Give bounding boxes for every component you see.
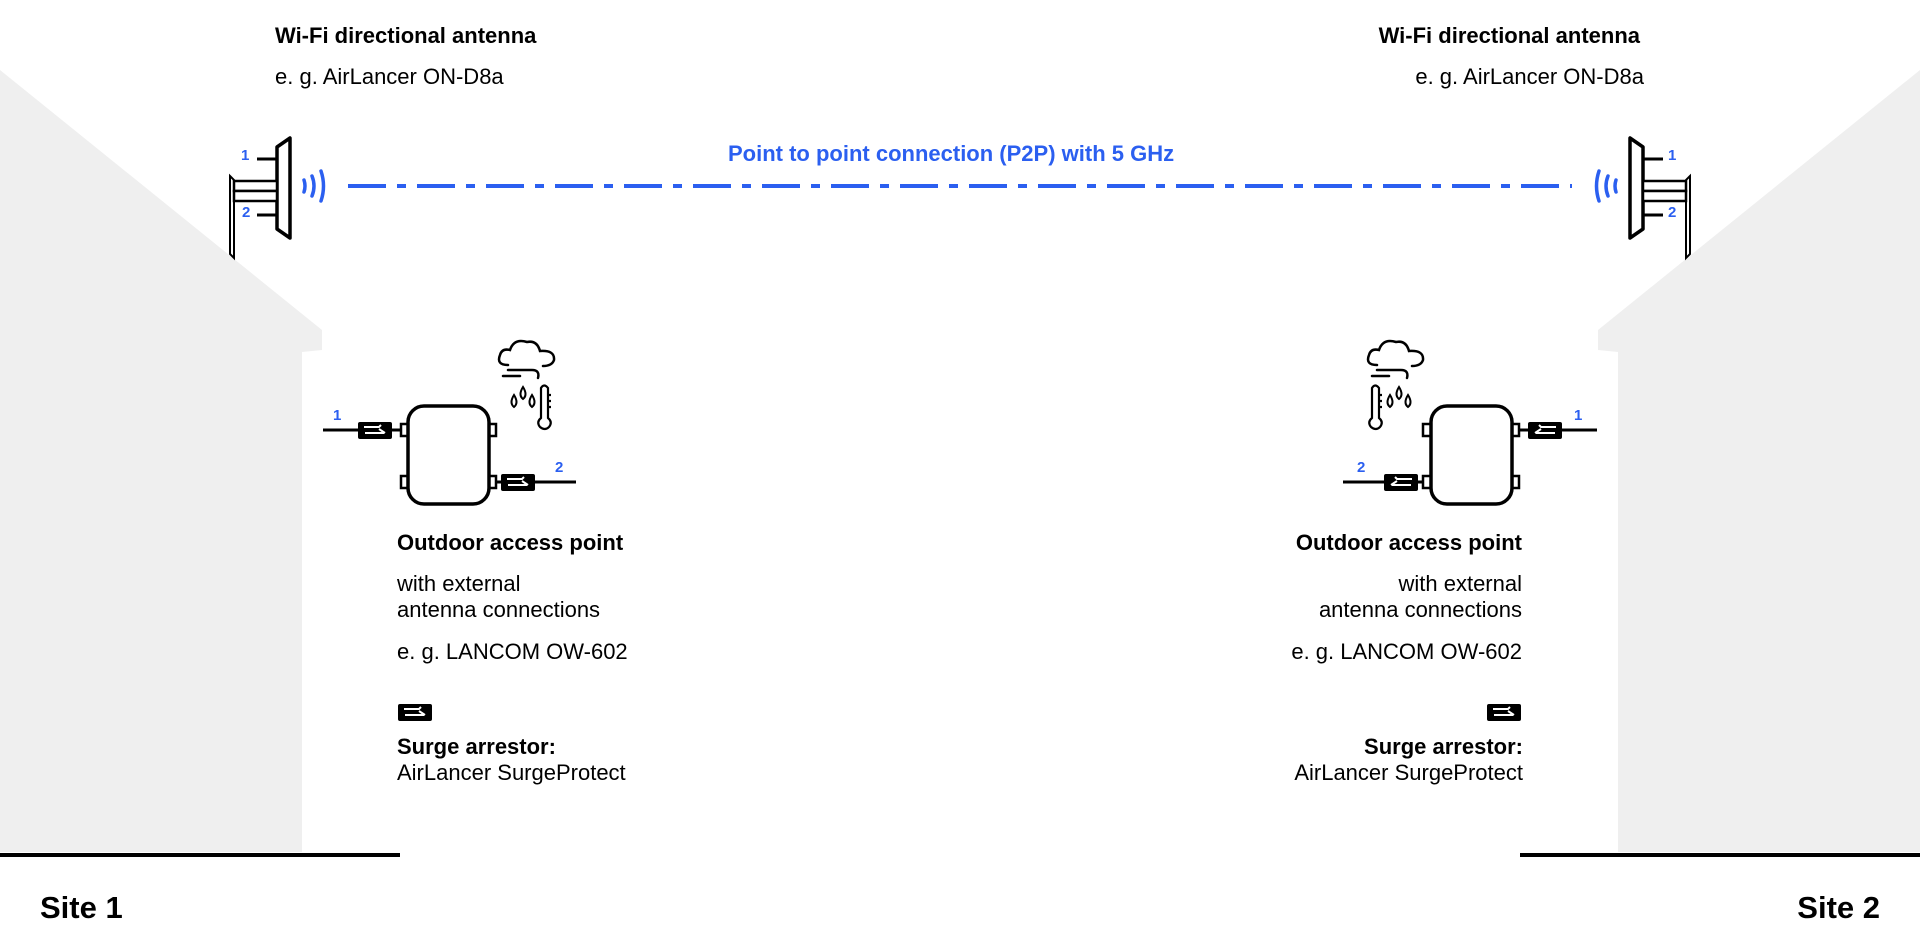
antenna-left-port-1: 1 <box>241 147 250 164</box>
antenna-right-port-2: 2 <box>1668 204 1677 221</box>
surge-arrestor-icon <box>1486 703 1522 722</box>
ap-left-port-2: 2 <box>555 459 564 476</box>
ap-left-line-1: with external <box>397 571 521 596</box>
surge-arrestor-icon <box>500 473 536 492</box>
antenna-left-port-2: 2 <box>242 204 251 221</box>
outdoor-ap-icon <box>323 404 576 506</box>
antenna-left-model: e. g. AirLancer ON-D8a <box>275 64 504 89</box>
surge-right-model: AirLancer SurgeProtect <box>1294 760 1523 785</box>
antenna-right-port-1: 1 <box>1668 147 1677 164</box>
ap-left-line-2: antenna connections <box>397 597 601 622</box>
surge-arrestor-icon <box>357 421 393 440</box>
antenna-icon <box>229 136 292 261</box>
weather-cloud-icon <box>497 339 556 380</box>
p2p-link-label: Point to point connection (P2P) with 5 G… <box>728 141 1175 166</box>
rain-drops-icon <box>510 385 536 409</box>
antenna-right-model: e. g. AirLancer ON-D8a <box>1415 64 1644 89</box>
ap-left-title: Outdoor access point <box>397 530 624 555</box>
rain-drops-icon <box>1386 385 1412 409</box>
ap-right-line-2: antenna connections <box>1318 597 1522 622</box>
house-site-2 <box>1598 70 1920 852</box>
ap-right-port-1: 1 <box>1574 407 1583 424</box>
house-site-1 <box>0 70 322 852</box>
antenna-left-title: Wi-Fi directional antenna <box>275 23 537 48</box>
antenna-right-title: Wi-Fi directional antenna <box>1378 23 1640 48</box>
ap-left-port-1: 1 <box>333 407 342 424</box>
ap-right-model: e. g. LANCOM OW-602 <box>1291 639 1522 664</box>
outdoor-ap-icon <box>1343 404 1597 506</box>
surge-left-title: Surge arrestor: <box>397 734 556 759</box>
surge-right-title: Surge arrestor: <box>1364 734 1523 759</box>
site-2-label: Site 2 <box>1797 890 1880 925</box>
signal-waves-icon <box>302 169 326 203</box>
thermometer-icon <box>537 384 552 431</box>
thermometer-icon <box>1368 384 1383 431</box>
ap-right-title: Outdoor access point <box>1295 530 1522 555</box>
weather-cloud-icon <box>1366 339 1425 380</box>
ap-left-model: e. g. LANCOM OW-602 <box>397 639 628 664</box>
surge-arrestor-icon <box>1527 421 1563 440</box>
site-1-label: Site 1 <box>40 890 123 925</box>
signal-waves-icon <box>1594 169 1618 203</box>
ap-right-line-1: with external <box>1398 571 1522 596</box>
surge-left-model: AirLancer SurgeProtect <box>397 760 626 785</box>
surge-arrestor-icon <box>1383 473 1419 492</box>
antenna-icon <box>1628 136 1691 261</box>
ap-right-port-2: 2 <box>1357 459 1366 476</box>
surge-arrestor-icon <box>397 703 433 722</box>
